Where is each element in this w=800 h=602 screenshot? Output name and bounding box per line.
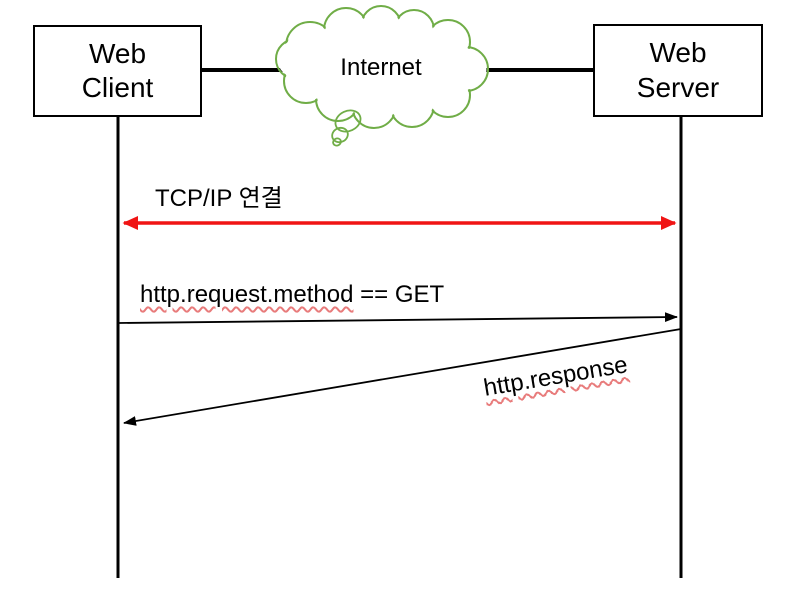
internet-label: Internet — [340, 54, 422, 81]
web-client-box: Web Client — [33, 25, 202, 117]
web-client-label-line2: Client — [81, 72, 154, 103]
http-request-label-underlined: http.request.method — [140, 281, 354, 308]
http-request-arrow — [118, 312, 678, 324]
web-server-label-line1: Web — [649, 37, 707, 69]
http-response-arrow — [123, 328, 682, 426]
web-client-label-line1: Web — [88, 37, 147, 69]
http-request-label: http.request.method == GET — [140, 281, 444, 309]
cloud-tail-spiral — [331, 109, 362, 147]
web-server-label-line2: Server — [636, 71, 720, 103]
tcp-connection-label: TCP/IP 연결 — [155, 185, 283, 212]
http-request-label-plain: == GET — [353, 281, 445, 308]
web-server-box: Web Server — [593, 24, 763, 117]
cloud-interior-mask — [277, 7, 487, 127]
